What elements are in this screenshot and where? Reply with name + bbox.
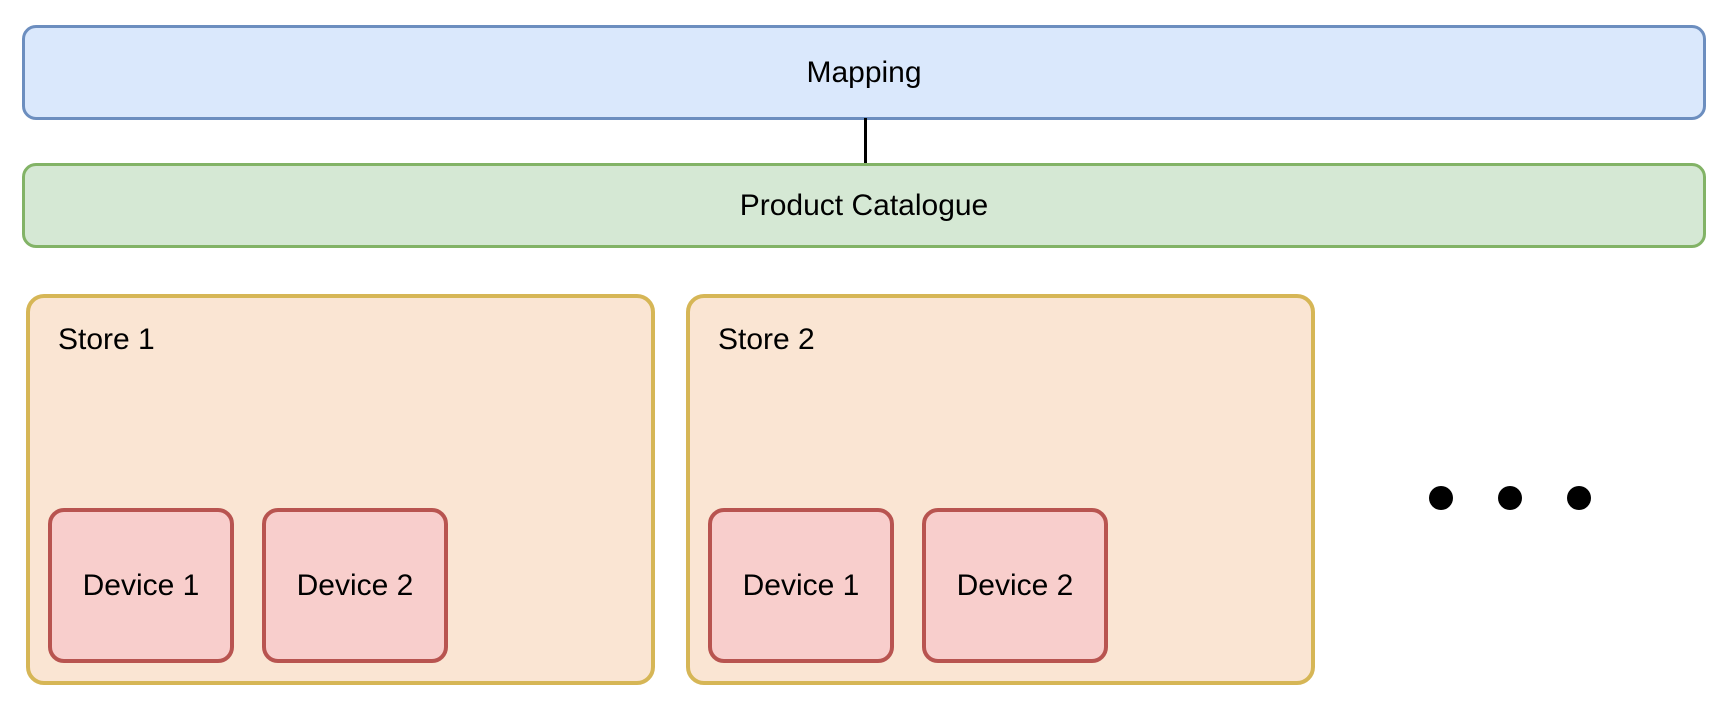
node-store-1-device-2[interactable]: Device 2 bbox=[262, 508, 448, 663]
edge-mapping-to-catalogue bbox=[864, 118, 867, 165]
node-mapping[interactable]: Mapping bbox=[22, 25, 1706, 120]
node-store-1-device-2-label: Device 2 bbox=[296, 568, 414, 602]
ellipsis-dot bbox=[1429, 486, 1453, 510]
ellipsis-dot bbox=[1498, 486, 1522, 510]
node-store-1-device-1[interactable]: Device 1 bbox=[48, 508, 234, 663]
node-store-2[interactable]: Store 2 Device 1 Device 2 bbox=[686, 294, 1315, 685]
node-store-1[interactable]: Store 1 Device 1 Device 2 bbox=[26, 294, 655, 685]
node-store-2-device-2-label: Device 2 bbox=[956, 568, 1074, 602]
node-store-1-label: Store 1 bbox=[58, 323, 155, 356]
ellipsis-dot bbox=[1567, 486, 1591, 510]
store-ellipsis bbox=[1429, 486, 1591, 510]
node-store-1-device-1-label: Device 1 bbox=[82, 568, 200, 602]
node-product-catalogue[interactable]: Product Catalogue bbox=[22, 163, 1706, 248]
node-store-2-device-2[interactable]: Device 2 bbox=[922, 508, 1108, 663]
node-store-2-device-1-label: Device 1 bbox=[742, 568, 860, 602]
node-product-catalogue-label: Product Catalogue bbox=[739, 188, 989, 222]
node-mapping-label: Mapping bbox=[806, 55, 922, 89]
node-store-2-device-1[interactable]: Device 1 bbox=[708, 508, 894, 663]
node-store-2-label: Store 2 bbox=[718, 323, 815, 356]
